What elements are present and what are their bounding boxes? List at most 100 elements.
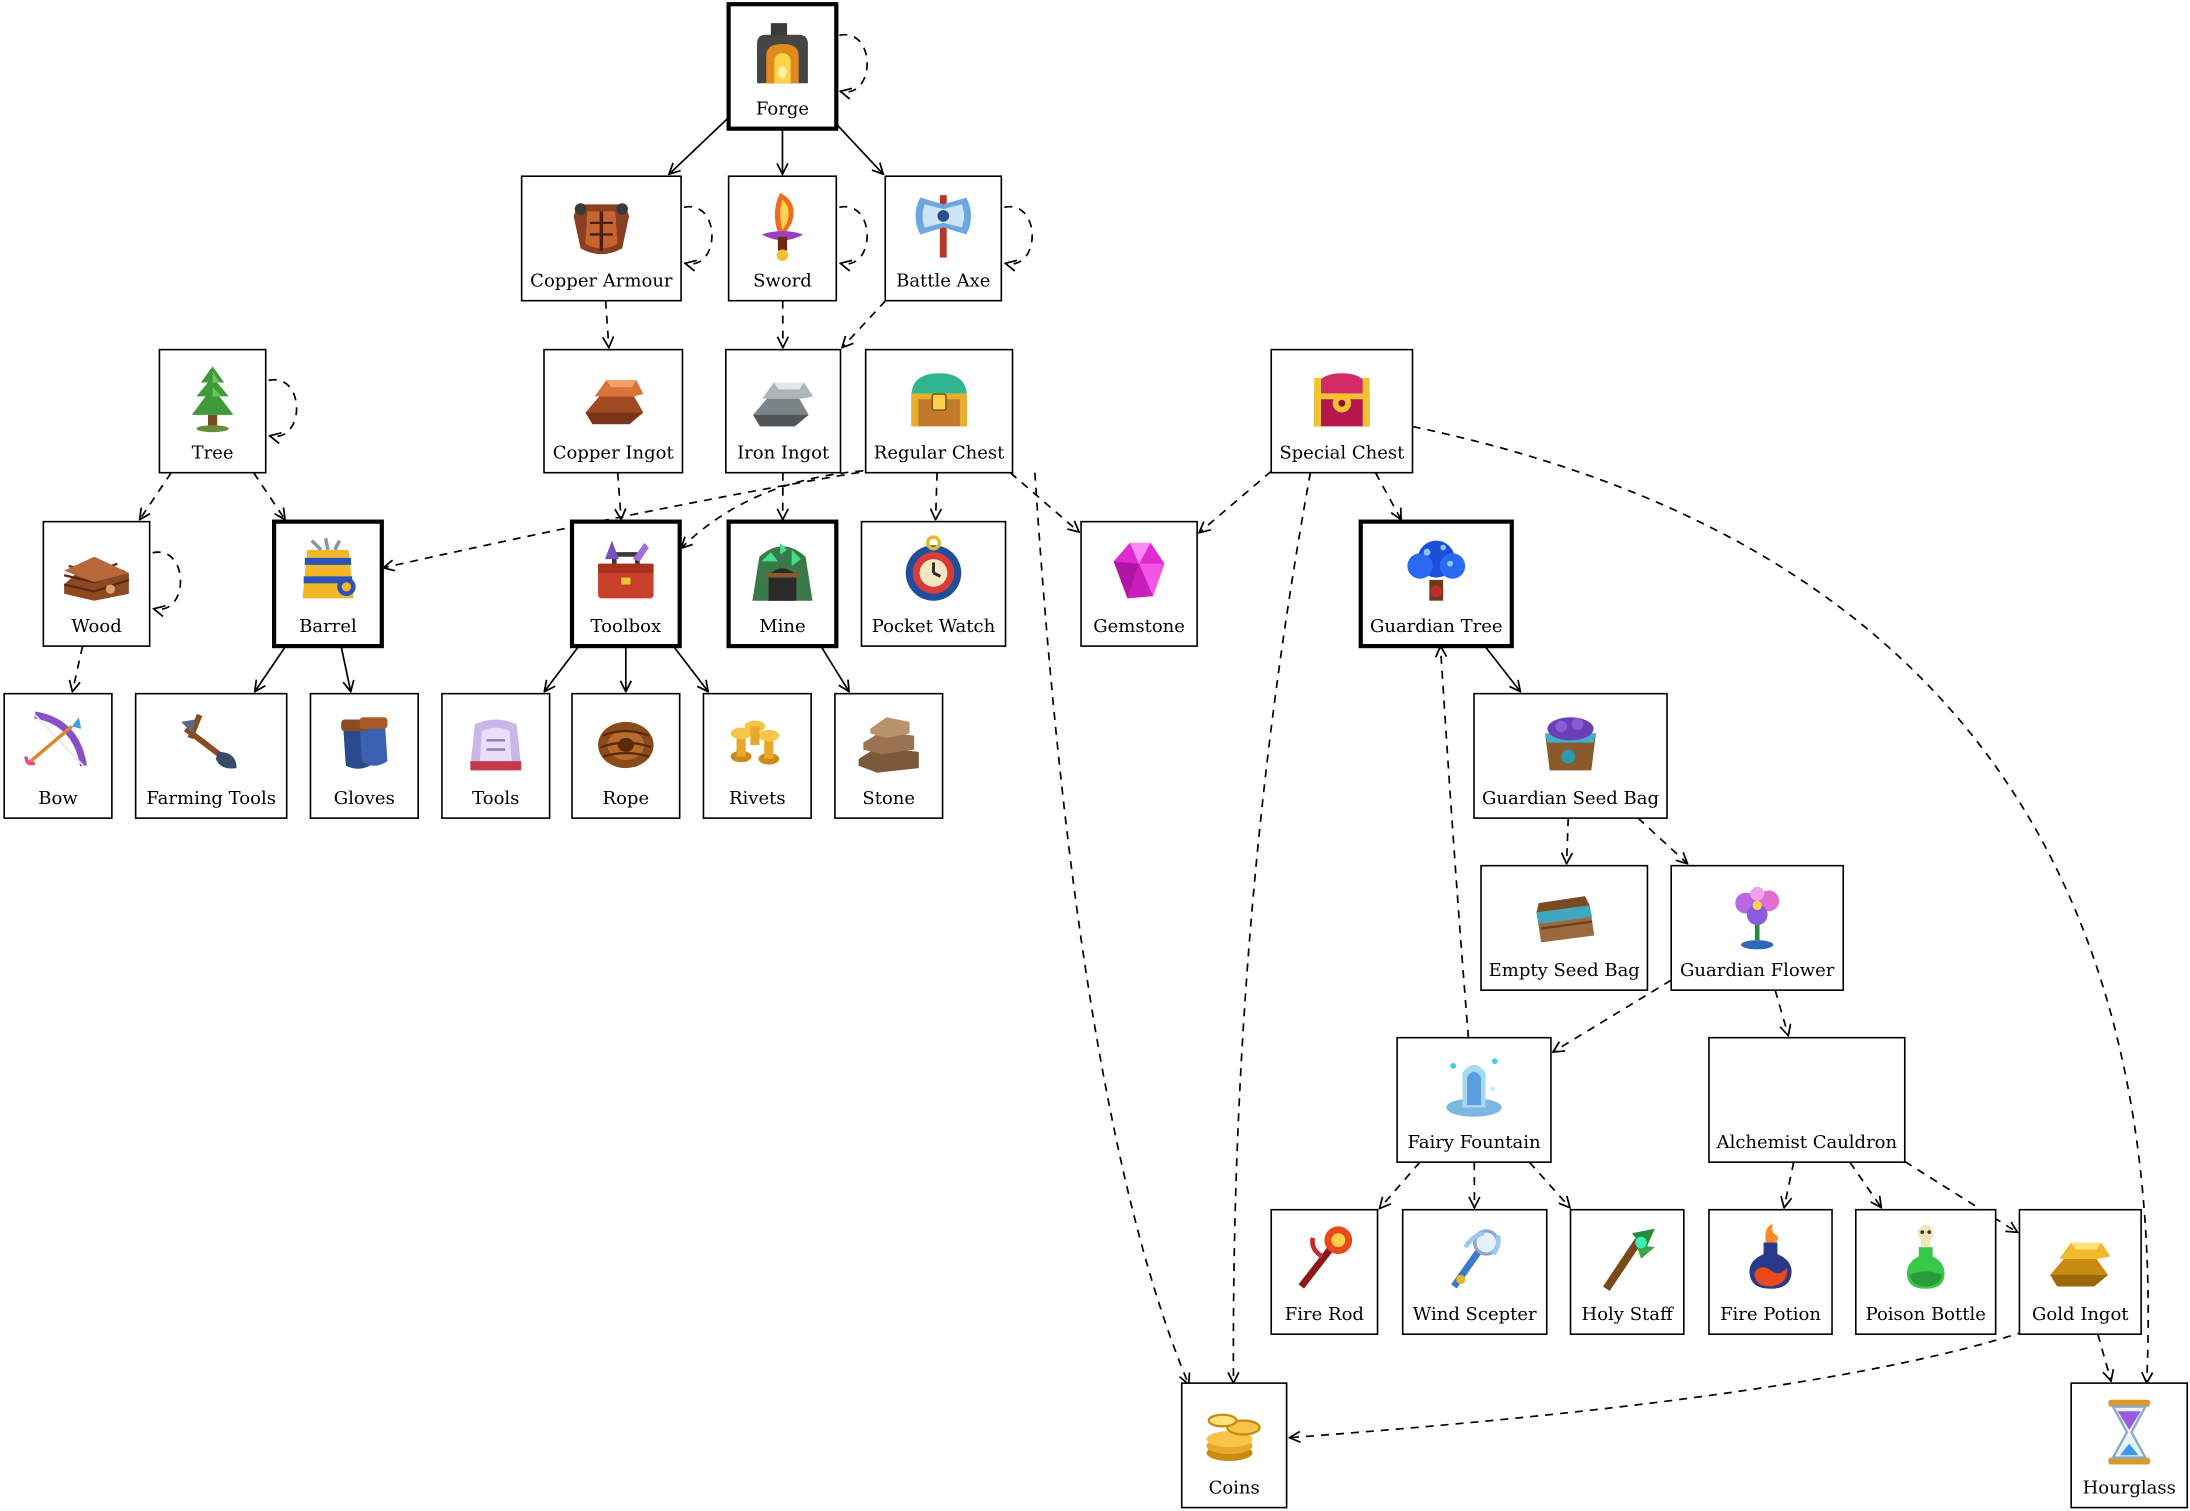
node-box	[3, 692, 113, 819]
node-label: Toolbox	[591, 616, 662, 637]
coins-icon	[1206, 1413, 1261, 1462]
node-label: Fire Potion	[1720, 1304, 1821, 1325]
edge-copper-armour-to-copper-armour	[684, 205, 713, 264]
node-regular-chest: Regular Chest	[864, 348, 1014, 474]
edge-tree-to-tree	[269, 379, 298, 437]
node-stone: Stone	[834, 692, 944, 819]
node-label: Rivets	[729, 788, 786, 809]
node-guardian-seed-bag: Guardian Seed Bag	[1473, 692, 1668, 819]
edge-battle-axe-to-battle-axe	[1004, 205, 1033, 264]
wind-scepter-icon	[1451, 1229, 1501, 1289]
node-mine: Mine	[726, 519, 839, 649]
edge-guardian-seed-bag-to-guardian-flower	[1637, 817, 1687, 864]
node-label: Gloves	[334, 788, 395, 809]
edge-special-chest-to-guardian-tree	[1374, 472, 1401, 520]
edge-special-chest-to-gemstone	[1199, 470, 1272, 532]
node-label: Fire Rod	[1285, 1304, 1364, 1325]
fire-potion-icon	[1749, 1224, 1792, 1289]
mine-icon	[752, 542, 813, 601]
node-label: Coins	[1209, 1478, 1260, 1499]
node-guardian-tree: Guardian Tree	[1358, 519, 1514, 649]
node-label: Empty Seed Bag	[1489, 960, 1640, 981]
node-box	[569, 519, 682, 649]
iron-ingot-icon	[753, 382, 814, 427]
node-tools: Tools	[441, 692, 551, 819]
node-label: Holy Staff	[1582, 1304, 1674, 1325]
node-gloves: Gloves	[309, 692, 419, 819]
node-barrel: Barrel	[272, 519, 384, 649]
edge-regular-chest-to-gemstone	[1009, 472, 1079, 532]
edge-fairy-fountain-to-holy-staff	[1528, 1161, 1570, 1208]
barrel-icon	[302, 537, 356, 599]
node-tree: Tree	[158, 348, 267, 474]
node-label: Rope	[603, 788, 650, 809]
edge-tree-to-barrel	[252, 472, 285, 520]
regular-chest-icon	[911, 373, 967, 427]
tools-icon	[470, 719, 522, 771]
toolbox-icon	[598, 540, 654, 599]
node-rivets: Rivets	[702, 692, 812, 819]
edge-copper-armour-to-copper-ingot	[606, 300, 609, 348]
node-copper-ingot: Copper Ingot	[543, 348, 684, 474]
edge-alchemist-cauldron-to-gold-ingot	[1904, 1160, 2018, 1233]
farming-tools-icon	[181, 713, 237, 769]
node-gemstone: Gemstone	[1080, 520, 1198, 647]
edge-alchemist-cauldron-to-poison-bottle	[1849, 1161, 1881, 1208]
edge-guardian-flower-to-alchemist-cauldron	[1774, 989, 1788, 1036]
edge-forge-to-copper-armour	[669, 116, 730, 175]
node-fire-rod: Fire Rod	[1270, 1208, 1379, 1335]
fairy-fountain-icon	[1446, 1058, 1502, 1117]
node-box	[702, 692, 812, 819]
wood-icon	[63, 556, 130, 601]
node-box	[134, 692, 288, 819]
node-label: Gemstone	[1093, 616, 1185, 637]
node-gold-ingot: Gold Ingot	[2018, 1208, 2142, 1335]
edge-special-chest-to-hourglass	[1412, 425, 2148, 1384]
edge-fairy-fountain-to-guardian-tree	[1440, 646, 1470, 1038]
node-copper-armour: Copper Armour	[520, 175, 682, 302]
sword-icon	[761, 192, 804, 262]
battle-axe-icon	[915, 195, 972, 258]
node-pocket-watch: Pocket Watch	[860, 520, 1007, 647]
node-label: Poison Bottle	[1866, 1304, 1986, 1325]
node-coins: Coins	[1180, 1382, 1288, 1509]
node-label: Farming Tools	[146, 788, 276, 809]
node-wood: Wood	[42, 520, 151, 647]
node-label: Tools	[472, 788, 519, 809]
edge-tree-to-wood	[140, 472, 172, 520]
node-battle-axe: Battle Axe	[884, 175, 1003, 302]
node-rope: Rope	[571, 692, 681, 819]
special-chest-icon	[1314, 373, 1370, 427]
node-box	[1569, 1208, 1685, 1335]
tree-icon	[191, 366, 234, 433]
node-label: Hourglass	[2083, 1478, 2176, 1499]
node-label: Barrel	[299, 616, 357, 637]
node-wind-scepter: Wind Scepter	[1401, 1208, 1548, 1335]
node-guardian-flower: Guardian Flower	[1670, 864, 1845, 991]
edge-toolbox-to-rivets	[672, 645, 708, 692]
node-label: Gold Ingot	[2032, 1304, 2129, 1325]
guardian-flower-icon	[1735, 886, 1780, 950]
node-special-chest: Special Chest	[1270, 348, 1414, 474]
node-label: Guardian Seed Bag	[1482, 788, 1659, 809]
node-label: Pocket Watch	[872, 616, 996, 637]
node-label: Tree	[192, 443, 234, 464]
edge-copper-ingot-to-toolbox	[618, 472, 621, 520]
empty-seed-bag-icon	[1536, 896, 1595, 943]
guardian-tree-icon	[1407, 540, 1466, 601]
node-label: Wind Scepter	[1413, 1304, 1537, 1325]
node-label: Iron Ingot	[737, 443, 830, 464]
edge-wood-to-bow	[72, 645, 84, 692]
node-label: Guardian Flower	[1680, 960, 1835, 981]
node-hourglass: Hourglass	[2070, 1382, 2189, 1509]
node-bow: Bow	[3, 692, 113, 819]
edge-barrel-to-gloves	[340, 645, 351, 692]
holy-staff-icon	[1602, 1228, 1655, 1292]
edge-alchemist-cauldron-to-fire-potion	[1784, 1161, 1795, 1208]
node-label: Forge	[756, 99, 809, 120]
node-farming-tools: Farming Tools	[134, 692, 288, 819]
guardian-seed-bag-icon	[1545, 717, 1596, 771]
edge-guardian-seed-bag-to-empty-seed-bag	[1567, 818, 1569, 864]
edge-fairy-fountain-to-fire-rod	[1380, 1161, 1421, 1208]
